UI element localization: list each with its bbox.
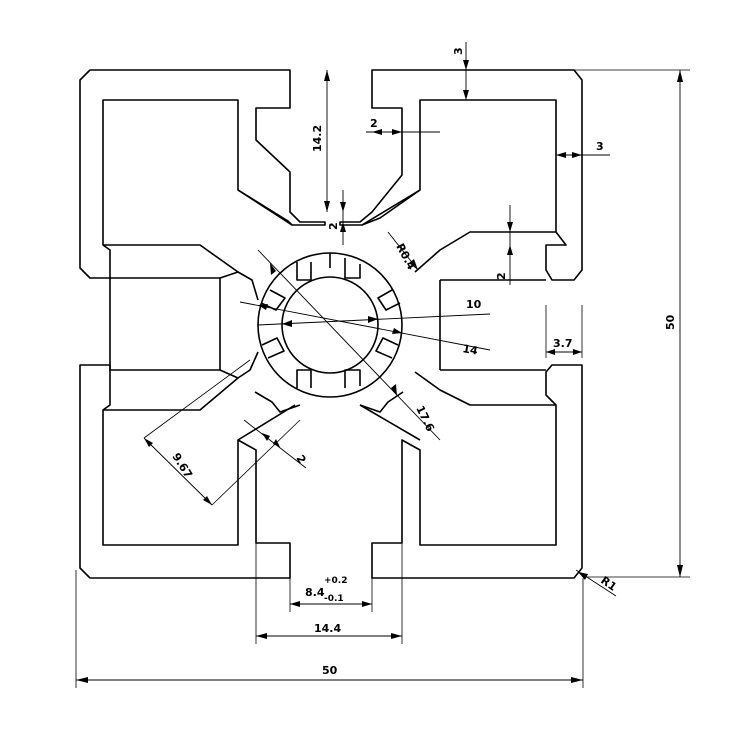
dim-lip-top: 2	[366, 117, 440, 135]
label-slot-tol-minus: -0.1	[324, 594, 344, 604]
dim-width-total: 50	[75, 570, 584, 688]
label-bore-outer: 14	[461, 342, 479, 358]
label-chamfer: 9.67	[169, 451, 194, 481]
core-inner-circle	[281, 276, 379, 374]
dim-chamfer: 9.67	[143, 359, 301, 506]
dim-web-top: 2	[327, 190, 346, 245]
dim-slot-depth: 14.2	[311, 70, 330, 212]
label-bore-inner: 10	[466, 298, 482, 311]
profile-outline	[79, 69, 583, 579]
dim-height-total: 50	[574, 69, 690, 578]
dim-wall-right: 3	[556, 140, 610, 158]
label-lip-right: 2	[495, 272, 508, 280]
dim-slot-outer: 14.4	[255, 543, 403, 644]
dim-wall-top: 3	[452, 42, 469, 100]
label-tab-right: 3.7	[553, 337, 573, 350]
label-slot-width: 8.4	[305, 586, 325, 599]
label-lip-top: 2	[370, 117, 378, 130]
dim-tab-right: 3.7	[545, 305, 583, 358]
dim-lip-right: 2	[495, 205, 513, 285]
dim-slot-width: 8.4 +0.2 -0.1	[289, 576, 373, 612]
label-wall-right: 3	[596, 140, 604, 153]
label-fillet-small: R0.4	[393, 241, 418, 272]
label-wall-top: 3	[452, 47, 465, 55]
dim-web-lower: 2	[243, 419, 309, 469]
label-width-total: 50	[322, 664, 338, 677]
dim-bore-outer: 14	[239, 301, 491, 358]
label-slot-outer: 14.4	[314, 622, 341, 635]
core-bore	[257, 252, 403, 398]
dim-fillet-corner: R1	[575, 569, 619, 597]
label-core-diag: 17.6	[413, 404, 437, 434]
label-height-total: 50	[664, 314, 677, 330]
dim-bore-inner: 10	[257, 298, 491, 327]
label-slot-tol-plus: +0.2	[324, 576, 347, 586]
label-slot-depth: 14.2	[311, 125, 324, 152]
label-web-top: 2	[327, 222, 340, 230]
dim-fillet-small: R0.4	[387, 231, 419, 272]
